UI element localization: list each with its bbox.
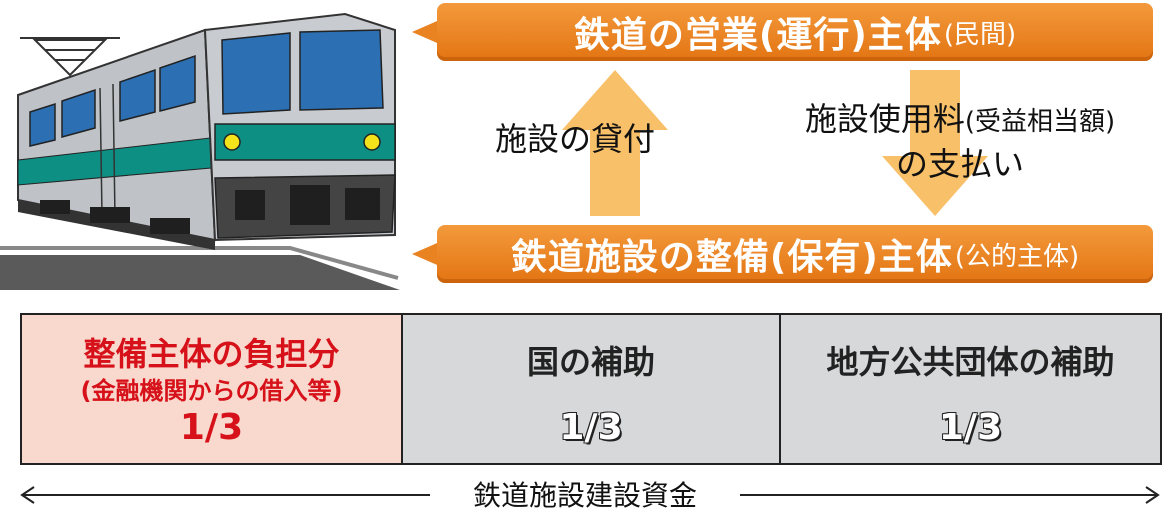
operator-banner-title: 鉄道の営業(運行)主体 (573, 15, 942, 56)
owner-banner-title: 鉄道施設の整備(保有)主体 (510, 237, 953, 278)
funding-cell-owner-share: 整備主体の負担分 (金融機関からの借入等) 1/3 (22, 315, 403, 463)
construction-fund-label: 鉄道施設建設資金 (430, 478, 740, 514)
usage-fee-label-line2: の支払い (895, 145, 1024, 183)
funding-cell-local-subsidy: 地方公共団体の補助 1/3 (781, 315, 1160, 463)
owner-share-ratio: 1/3 (179, 407, 244, 448)
owner-share-title: 整備主体の負担分 (83, 335, 340, 373)
facility-lease-label: 施設の貸付 (494, 120, 655, 158)
infrastructure-owner-banner: 鉄道施設の整備(保有)主体 (公的主体) (437, 225, 1153, 283)
local-subsidy-title: 地方公共団体の補助 (826, 343, 1115, 381)
owner-share-note: (金融機関からの借入等) (80, 377, 343, 405)
usage-fee-label-main: 施設使用料 (804, 100, 965, 138)
pantograph (20, 37, 120, 77)
usage-fee-label-sub: (受益相当額) (964, 107, 1116, 137)
track (0, 255, 400, 290)
usage-fee-label: 施設使用料(受益相当額) の支払い (760, 98, 1160, 185)
up-arrow (562, 70, 668, 216)
funding-share-table: 整備主体の負担分 (金融機関からの借入等) 1/3 国の補助 1/3 地方公共団… (20, 313, 1162, 465)
operator-banner: 鉄道の営業(運行)主体 (民間) (437, 3, 1153, 61)
national-subsidy-ratio: 1/3 (559, 406, 624, 449)
owner-banner-subtitle: (公的主体) (954, 241, 1080, 272)
funding-cell-national-subsidy: 国の補助 1/3 (403, 315, 781, 463)
local-subsidy-ratio: 1/3 (938, 406, 1003, 449)
train-illustration (0, 12, 400, 290)
headlight-right (363, 133, 381, 151)
national-subsidy-title: 国の補助 (526, 343, 655, 381)
operator-banner-subtitle: (民間) (943, 19, 1017, 50)
headlight-left (223, 133, 241, 151)
down-arrow (882, 70, 988, 216)
